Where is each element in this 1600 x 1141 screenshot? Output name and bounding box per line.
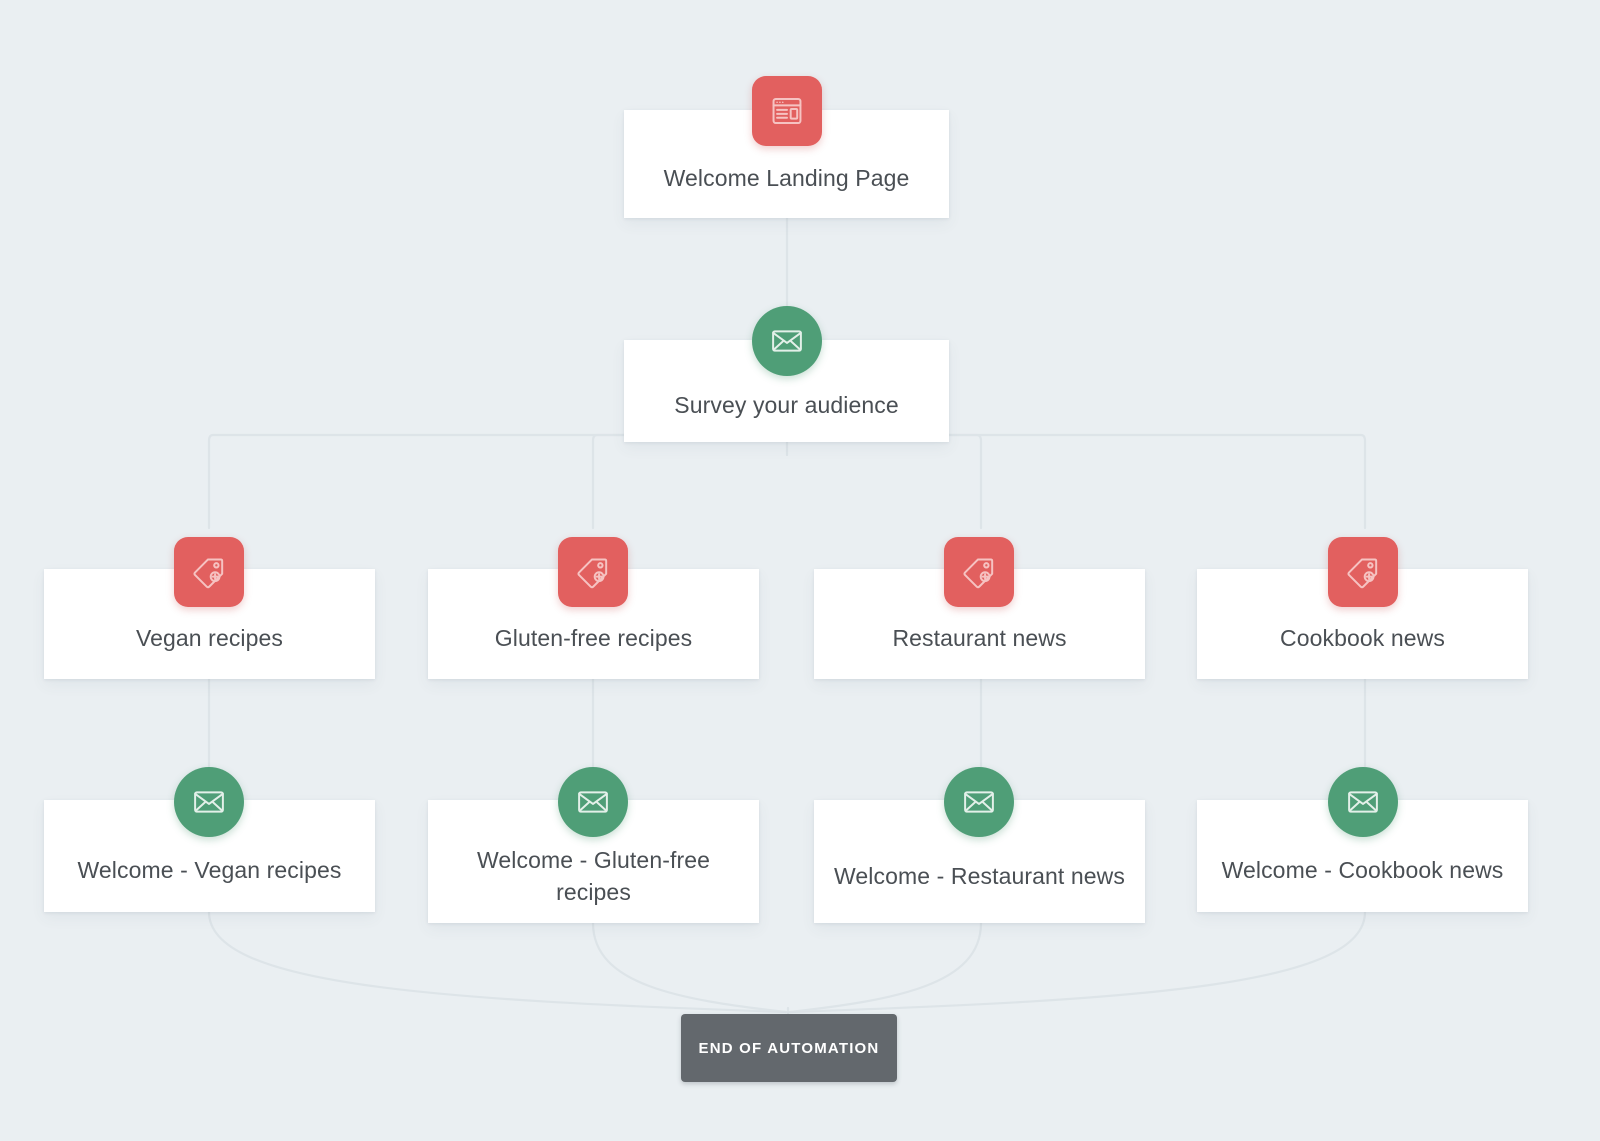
edge-survey-to-restaurant: [785, 433, 983, 530]
edge-welcome-restaurant-to-end: [788, 921, 983, 1014]
node-email-welcome-cookbook-news[interactable]: Welcome - Cookbook news: [1197, 800, 1528, 912]
node-label: Welcome - Restaurant news: [834, 862, 1125, 889]
edge-survey-to-glutenfree: [591, 433, 789, 530]
envelope-icon[interactable]: [174, 767, 244, 837]
envelope-icon[interactable]: [1328, 767, 1398, 837]
node-label: Welcome - Gluten-free recipes: [476, 846, 711, 905]
tag-add-icon[interactable]: [174, 537, 244, 607]
tag-add-icon[interactable]: [1328, 537, 1398, 607]
landing-page-icon[interactable]: [752, 76, 822, 146]
node-label: Cookbook news: [1280, 625, 1445, 651]
edge-survey-to-vegan: [207, 433, 789, 530]
envelope-icon[interactable]: [752, 306, 822, 376]
node-label: Gluten-free recipes: [494, 625, 693, 651]
envelope-icon[interactable]: [944, 767, 1014, 837]
tag-add-icon[interactable]: [558, 537, 628, 607]
node-tag-gluten-free-recipes[interactable]: Gluten-free recipes: [428, 569, 759, 679]
node-label: Vegan recipes: [135, 625, 284, 651]
edge-welcome-cookbook-to-end: [788, 910, 1367, 1014]
node-label: Welcome - Vegan recipes: [77, 857, 342, 883]
node-label: Restaurant news: [892, 625, 1067, 651]
node-label: Welcome - Cookbook news: [1221, 857, 1504, 883]
tag-add-icon[interactable]: [944, 537, 1014, 607]
edge-welcome-glutenfree-to-end: [591, 921, 788, 1014]
envelope-icon[interactable]: [558, 767, 628, 837]
end-of-automation-node[interactable]: END OF AUTOMATION: [681, 1014, 897, 1082]
node-label: Welcome Landing Page: [663, 165, 910, 191]
edge-survey-to-cookbook: [785, 433, 1367, 530]
edge-welcome-vegan-to-end: [207, 910, 788, 1014]
node-label: Survey your audience: [674, 392, 899, 418]
end-of-automation-label: END OF AUTOMATION: [698, 1039, 880, 1057]
